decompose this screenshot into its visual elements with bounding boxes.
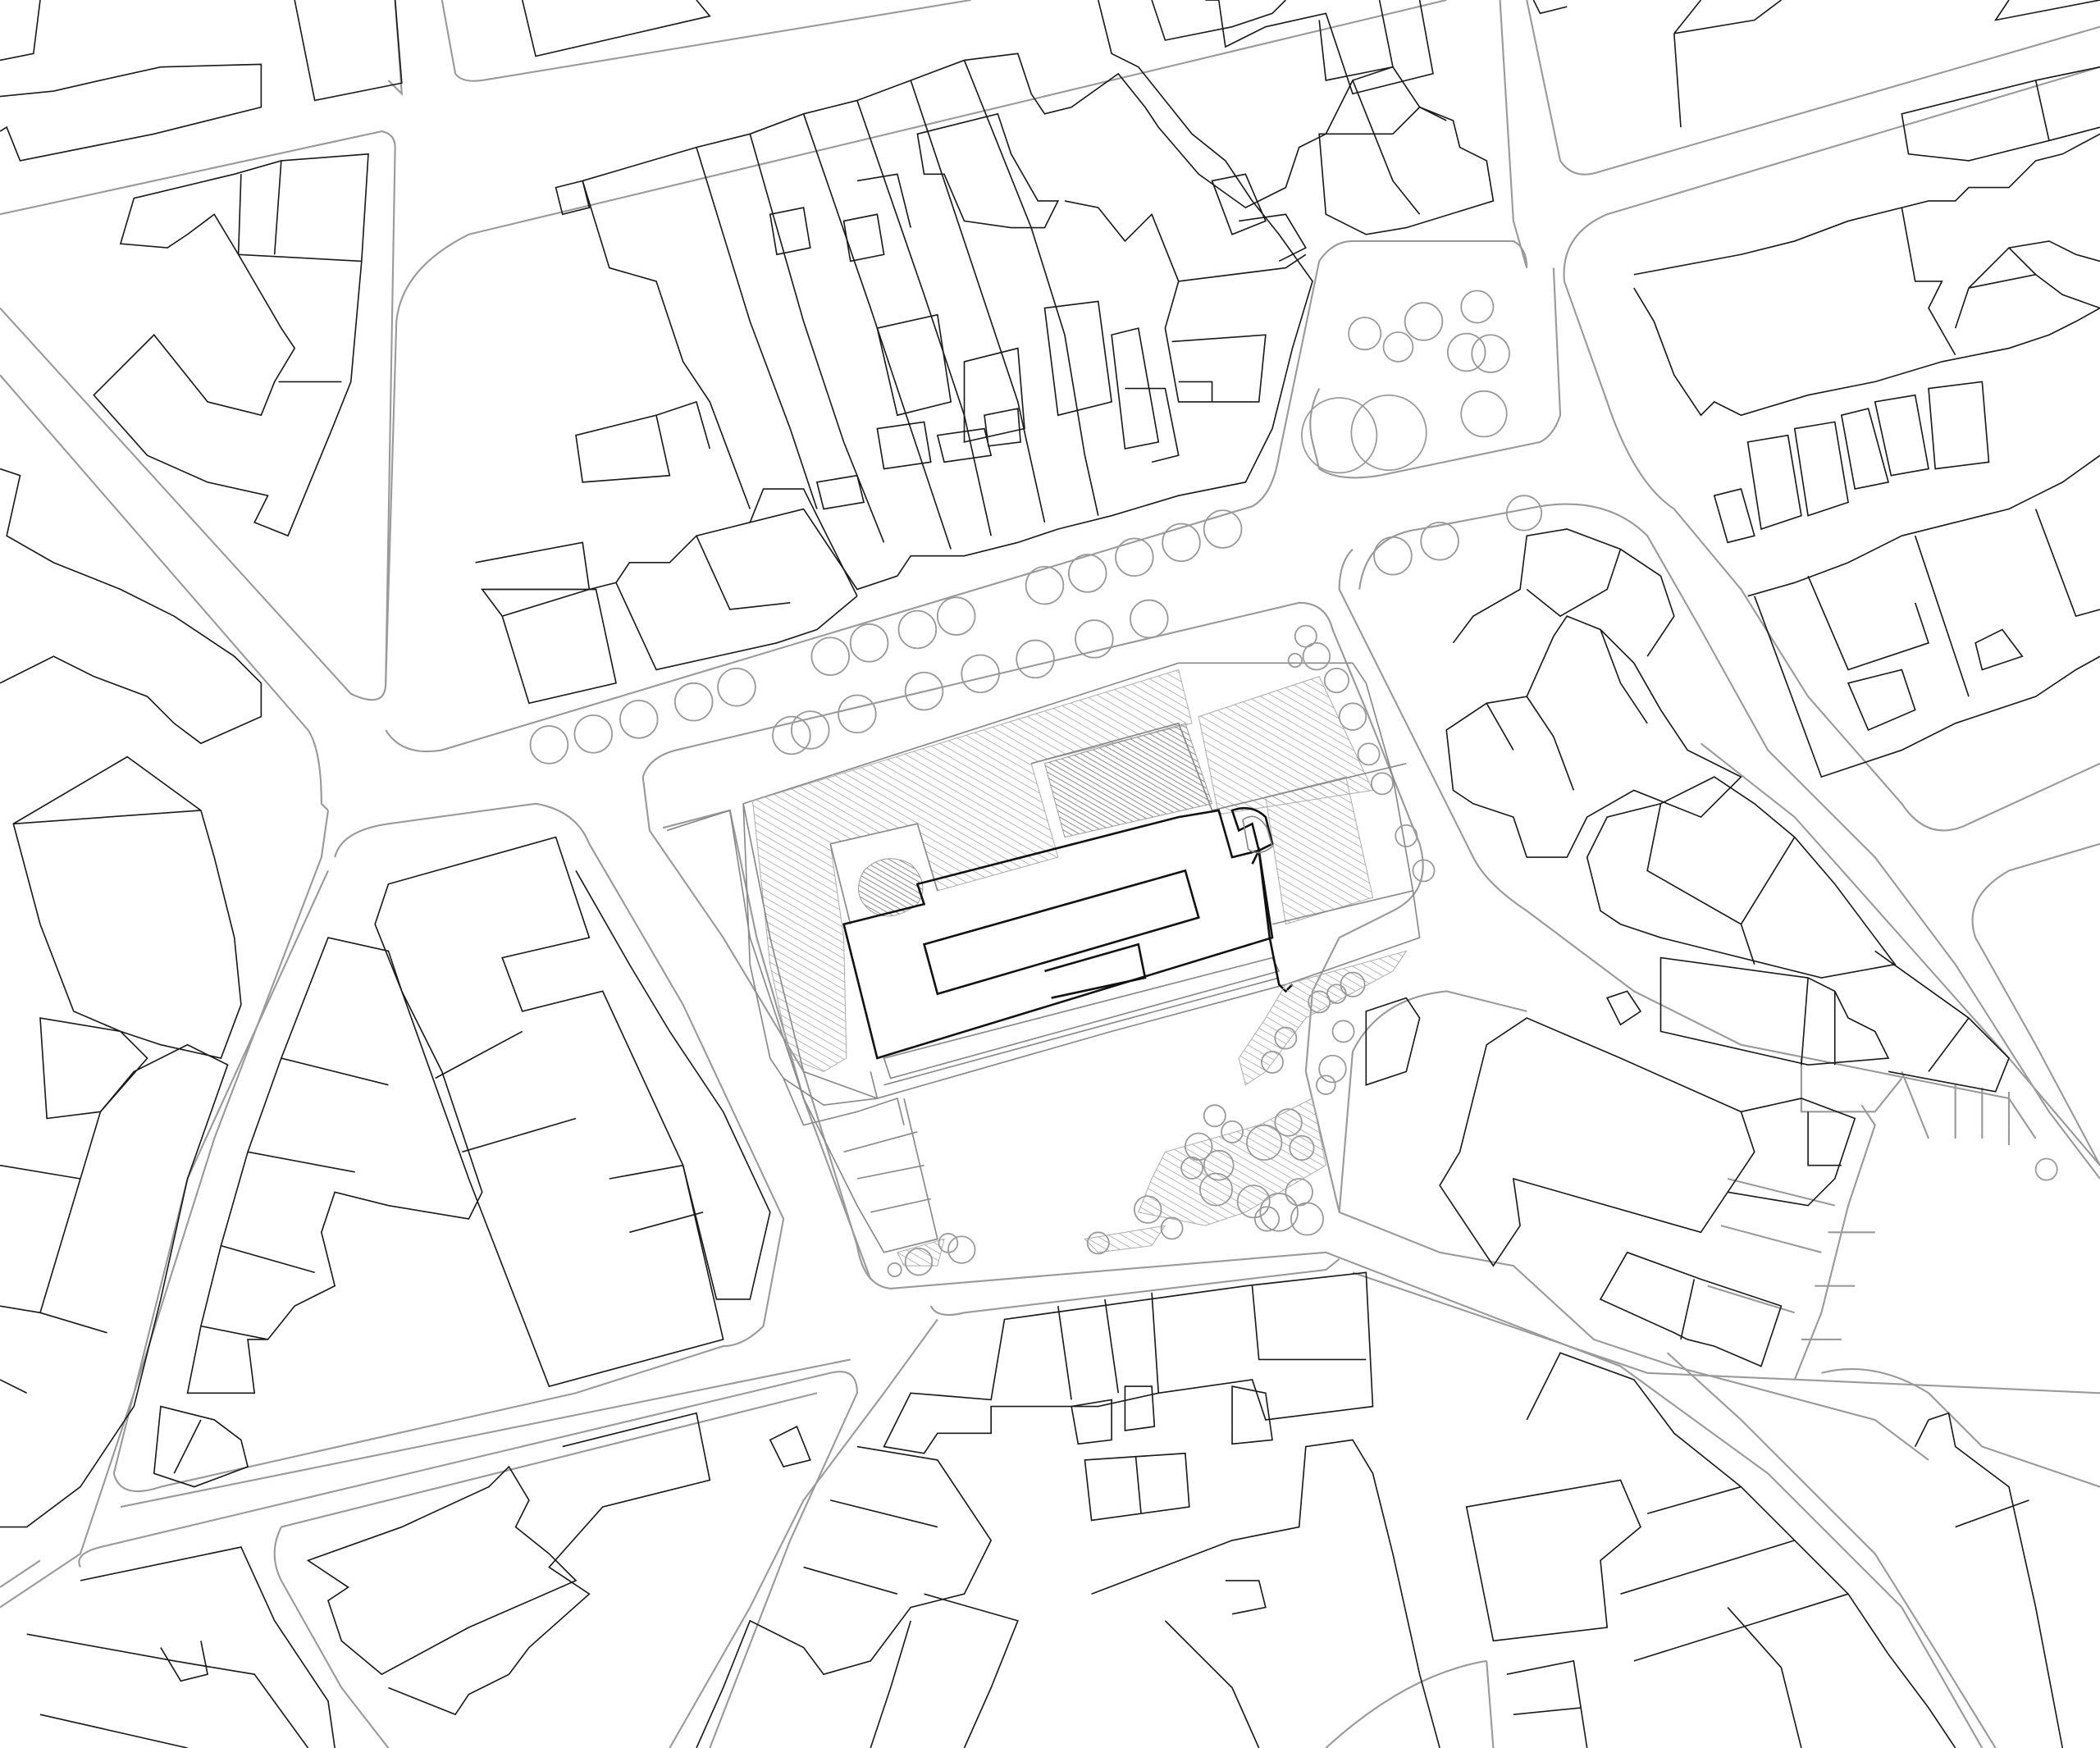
tree-canopy — [1308, 990, 1331, 1014]
tree-canopy — [1318, 1054, 1347, 1084]
tree-canopy — [1447, 332, 1486, 372]
tree-canopy — [1075, 619, 1114, 659]
tree-canopy — [2034, 1157, 2058, 1181]
tree-canopy — [887, 1262, 902, 1278]
tree-canopy — [1505, 495, 1543, 532]
tree-canopy — [1016, 639, 1055, 679]
hatched-pond — [858, 858, 924, 917]
hatched-lawn-east — [1265, 776, 1374, 925]
hatched-lawn-northeast — [1198, 676, 1374, 815]
tree-canopy — [947, 1235, 976, 1264]
tree-canopy — [1471, 334, 1510, 373]
tree-canopy — [1198, 1172, 1233, 1207]
tree-canopy — [904, 671, 944, 711]
tree-canopy — [1350, 394, 1427, 472]
tree-canopy — [849, 623, 889, 663]
tree-canopy — [619, 700, 659, 739]
tree-canopy — [1221, 1120, 1244, 1143]
tree-canopy — [1115, 537, 1154, 577]
tree-canopy — [1259, 1193, 1299, 1232]
tree-canopy — [1162, 523, 1201, 563]
trees — [529, 290, 2058, 1278]
tree-canopy — [1025, 565, 1065, 605]
tree-canopy — [1236, 1184, 1271, 1219]
tree-canopy — [1460, 390, 1508, 438]
tree-canopy — [1203, 509, 1243, 549]
tree-canopy — [573, 714, 614, 754]
tree-canopy — [1420, 521, 1459, 561]
tree-canopy — [838, 694, 877, 734]
tree-canopy — [1285, 1178, 1313, 1207]
tree-canopy — [936, 596, 976, 636]
tree-canopy — [904, 1248, 934, 1276]
tree-canopy — [1340, 971, 1366, 997]
main-building — [842, 809, 1274, 1060]
tree-canopy — [1133, 1195, 1162, 1224]
tree-canopy — [1395, 824, 1418, 847]
tree-canopy — [1067, 554, 1107, 593]
tree-canopy — [1323, 667, 1349, 694]
tree-canopy — [1086, 1231, 1110, 1255]
tree-canopy — [1246, 1124, 1283, 1162]
tree-canopy — [938, 1233, 959, 1253]
tree-canopy — [897, 609, 938, 650]
tree-canopy — [1331, 1020, 1355, 1043]
tree-canopy — [1357, 742, 1381, 766]
tree-canopy — [1290, 1202, 1324, 1236]
tree-canopy — [1348, 317, 1382, 351]
tree-canopy — [1294, 624, 1317, 648]
tree-canopy — [1382, 331, 1414, 363]
tree-canopy — [1404, 302, 1444, 341]
project-site — [666, 662, 1421, 1267]
tree-canopy — [1203, 1104, 1226, 1128]
tree-canopy — [1301, 397, 1378, 474]
tree-canopy — [1203, 1149, 1235, 1181]
tree-canopy — [1261, 1050, 1284, 1074]
tree-canopy — [1370, 772, 1394, 796]
tree-canopy — [1289, 1134, 1315, 1162]
tree-canopy — [1274, 1026, 1298, 1050]
tree-canopy — [673, 682, 714, 722]
tree-canopy — [1373, 536, 1413, 576]
tree-canopy — [772, 715, 811, 755]
tree-canopy — [717, 667, 756, 707]
tree-canopy — [1253, 1206, 1281, 1232]
tree-canopy — [961, 654, 1000, 694]
hatched-court — [1043, 723, 1213, 838]
tree-canopy — [1316, 1075, 1336, 1096]
tree-canopy — [1460, 290, 1495, 324]
tree-canopy — [791, 710, 830, 750]
tree-canopy — [1338, 702, 1367, 731]
tree-canopy — [1302, 641, 1331, 671]
tree-canopy — [529, 725, 569, 764]
tree-canopy — [1180, 1156, 1204, 1180]
tree-canopy — [1287, 652, 1303, 669]
tree-canopy — [1130, 599, 1169, 639]
tree-canopy — [1412, 859, 1436, 883]
tree-canopy — [1274, 1108, 1303, 1137]
tree-canopy — [810, 637, 850, 676]
tree-canopy — [1160, 1216, 1184, 1240]
